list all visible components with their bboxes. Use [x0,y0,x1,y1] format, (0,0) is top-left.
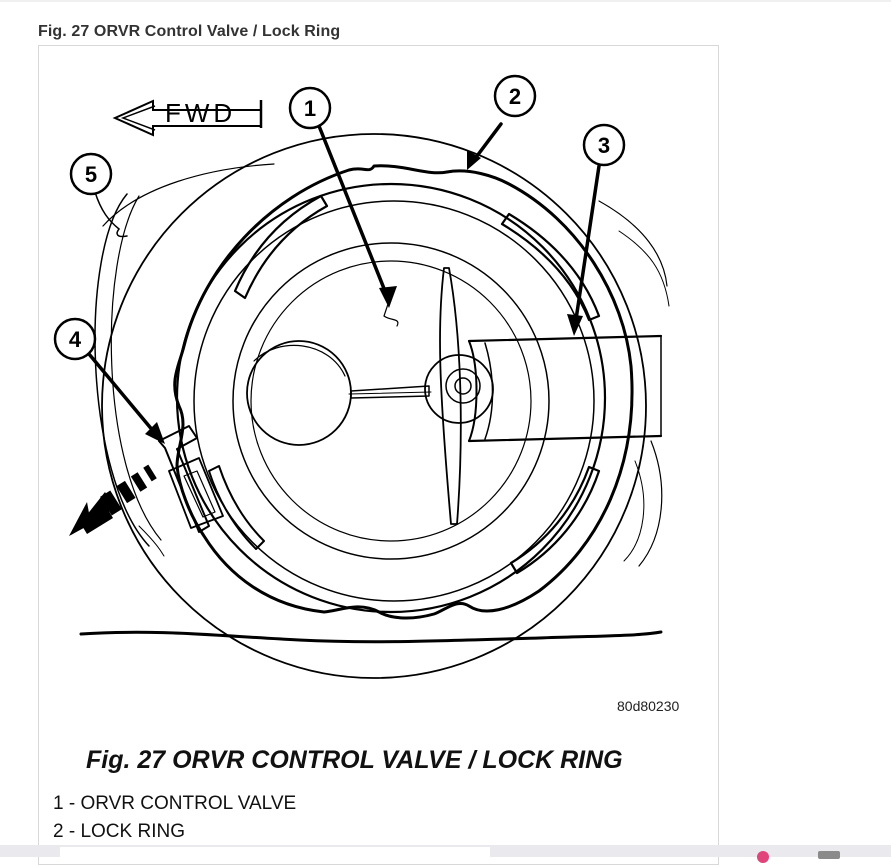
svg-text:5: 5 [85,162,97,187]
svg-text:2: 2 [509,84,521,109]
lock-tab [158,425,210,533]
removal-direction-arrow-icon [69,464,157,536]
figure-heading: Fig. 27 ORVR Control Valve / Lock Ring [38,23,341,40]
ground-line [79,630,663,644]
callout-2: 2 [493,74,537,118]
valve-blade [439,267,462,525]
bottom-toolbar [0,845,891,863]
slot-lower-right [509,465,601,575]
legend-item-1: 1 - ORVR CONTROL VALVE [53,793,297,814]
leader-4 [87,352,161,440]
svg-text:3: 3 [598,133,610,158]
top-divider [0,0,891,2]
lock-ring [173,164,634,620]
fwd-arrow-icon: FWD [112,98,263,137]
tank-contour-outer [94,193,150,547]
hose-tube [467,334,663,443]
callout-5: 5 [69,152,113,196]
leader-1 [317,124,391,303]
leader-3 [573,164,601,328]
callout-1: 1 [288,86,332,130]
valve-stem [350,385,430,399]
slot-upper-left [233,194,329,300]
callout-legend: 1 - ORVR CONTROL VALVE 2 - LOCK RING [53,790,296,846]
leader-5 [94,191,128,238]
svg-text:1: 1 [304,96,316,121]
callout-4: 4 [53,317,97,361]
technical-diagram: FWD [53,74,670,679]
notification-dot-icon[interactable] [757,851,769,863]
legend-item-2: 2 - LOCK RING [53,821,185,842]
slot-lower-left [208,465,265,550]
figure-caption: Fig. 27 ORVR CONTROL VALVE / LOCK RING [86,746,623,774]
callout-3: 3 [582,123,626,167]
figure-frame: FWD [38,45,719,865]
menu-icon[interactable] [818,851,840,859]
bottom-panel [60,847,490,857]
svg-text:4: 4 [69,327,82,352]
slot-upper-right [500,212,601,322]
fwd-label: FWD [165,98,236,128]
image-id-label: 80d80230 [617,698,680,714]
